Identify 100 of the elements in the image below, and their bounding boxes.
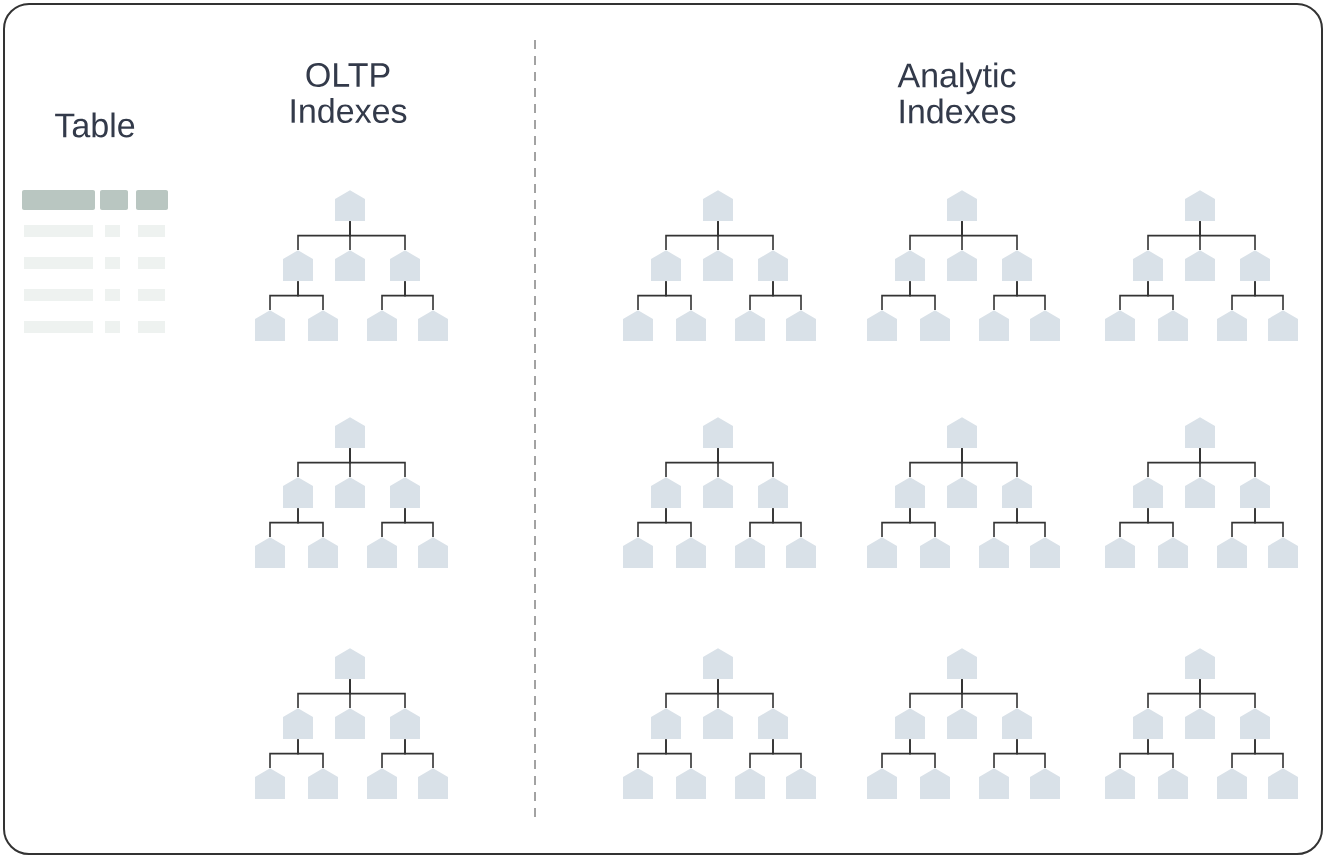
tree-node <box>703 417 733 448</box>
tree-node <box>308 537 338 568</box>
tree-node <box>1217 537 1247 568</box>
tree-node <box>1030 310 1060 341</box>
connector-line <box>1254 507 1284 538</box>
connector-line <box>909 280 936 311</box>
tree-node <box>418 537 448 568</box>
tree-node <box>947 477 977 508</box>
tree-node <box>895 250 925 281</box>
tree-node <box>1185 708 1215 739</box>
tree-node <box>651 477 681 508</box>
tree-node <box>947 417 977 448</box>
connector-line <box>349 447 406 478</box>
tree-node <box>1105 310 1135 341</box>
tree-node <box>947 190 977 221</box>
heading: OLTP Indexes <box>291 62 407 124</box>
tree-node <box>1185 250 1215 281</box>
tree-node <box>335 417 365 448</box>
tree-node <box>1133 708 1163 739</box>
connector-line <box>349 678 406 709</box>
tree-node <box>1185 417 1215 448</box>
tree-node <box>703 190 733 221</box>
tree-node <box>1185 648 1215 679</box>
tree-node <box>1133 250 1163 281</box>
tree-node <box>335 708 365 739</box>
tree-node <box>703 648 733 679</box>
connector-line <box>772 738 802 769</box>
connector-line <box>297 507 324 538</box>
tree-node <box>1268 310 1298 341</box>
tree-node <box>390 477 420 508</box>
tree-node <box>651 708 681 739</box>
connector-line <box>1254 738 1284 769</box>
connector-line <box>909 507 936 538</box>
connector-line <box>961 678 1018 709</box>
tree-node <box>367 768 397 799</box>
connector-line <box>1147 507 1174 538</box>
heading: Table <box>55 112 135 138</box>
tree-node <box>1240 250 1270 281</box>
tree-node <box>1268 768 1298 799</box>
tree-node <box>1185 190 1215 221</box>
tree-node <box>758 250 788 281</box>
tree-node <box>1158 768 1188 799</box>
tree-node <box>308 310 338 341</box>
connector-line <box>1199 678 1256 709</box>
tree-node <box>735 310 765 341</box>
tree-node <box>703 708 733 739</box>
tree-node <box>283 708 313 739</box>
tree-node <box>758 708 788 739</box>
tree-node <box>947 708 977 739</box>
tree-node <box>703 250 733 281</box>
connector-line <box>717 678 774 709</box>
connector-line <box>1016 280 1046 311</box>
tree-node <box>735 768 765 799</box>
tree-node <box>418 310 448 341</box>
tree-node <box>1105 537 1135 568</box>
tree-node <box>1158 310 1188 341</box>
connector-line <box>1147 280 1174 311</box>
connector-line <box>961 220 1018 251</box>
tree-node <box>979 310 1009 341</box>
tree-node <box>1217 768 1247 799</box>
tree-node <box>676 310 706 341</box>
tree-node <box>651 250 681 281</box>
tree-node <box>1133 477 1163 508</box>
tree-node <box>255 310 285 341</box>
connector-line <box>717 447 774 478</box>
tree-node <box>335 250 365 281</box>
tree-node <box>1240 477 1270 508</box>
tree-node <box>735 537 765 568</box>
connector-line <box>909 738 936 769</box>
connector-line <box>404 507 434 538</box>
tree-node <box>786 768 816 799</box>
connector-line <box>297 738 324 769</box>
tree-node <box>1030 537 1060 568</box>
tree-node <box>920 310 950 341</box>
tree-node <box>947 250 977 281</box>
connector-line <box>665 507 692 538</box>
tree-node <box>867 310 897 341</box>
tree-node <box>283 477 313 508</box>
connector-line <box>717 220 774 251</box>
connector-line <box>772 507 802 538</box>
tree-node <box>1105 768 1135 799</box>
tree-node <box>895 708 925 739</box>
connector-line <box>404 280 434 311</box>
tree-node <box>979 537 1009 568</box>
tree-node <box>335 477 365 508</box>
tree-node <box>623 537 653 568</box>
tree-node <box>255 768 285 799</box>
tree-node <box>283 250 313 281</box>
tree-node <box>418 768 448 799</box>
tree-node <box>390 708 420 739</box>
tree-node <box>758 477 788 508</box>
tree-node <box>335 648 365 679</box>
tree-node <box>920 537 950 568</box>
tree-node <box>1240 708 1270 739</box>
connector-line <box>1016 507 1046 538</box>
tree-node <box>1002 708 1032 739</box>
tree-node <box>676 768 706 799</box>
connector-line <box>1016 738 1046 769</box>
connector-line <box>961 447 1018 478</box>
connector-line <box>665 280 692 311</box>
